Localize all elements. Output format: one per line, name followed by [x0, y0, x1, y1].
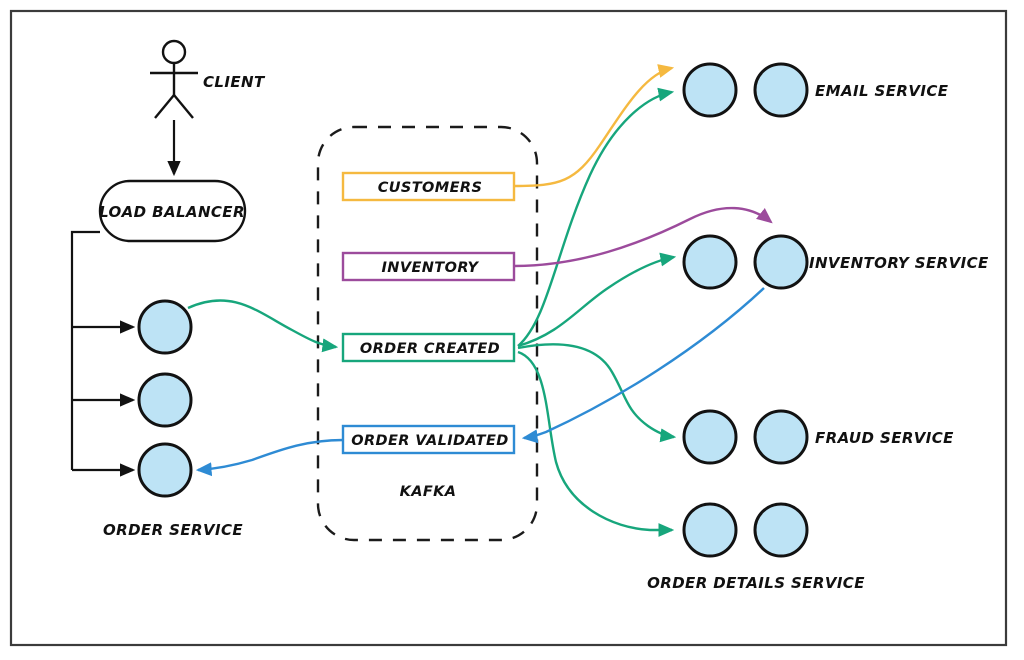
- client-head-icon: [161, 39, 187, 65]
- topic-order-validated-box[interactable]: [341, 424, 516, 455]
- email-service-node[interactable]: EMAIL SERVICE: [682, 62, 949, 118]
- order-details-service-node[interactable]: ORDER DETAILS SERVICE: [647, 502, 865, 592]
- email-service-instance-1[interactable]: [682, 62, 738, 118]
- bracket-spine: [70, 230, 100, 470]
- load-balancer-node[interactable]: LOAD BALANCER: [98, 179, 247, 243]
- connection-inventory-service-to-order-validated: [521, 287, 765, 444]
- email-service-instance-2[interactable]: [753, 62, 809, 118]
- connection-order-created-to-order-details-service: [517, 350, 675, 537]
- topic-order-created-label: ORDER CREATED: [360, 341, 500, 357]
- fraud-service-node[interactable]: FRAUD SERVICE: [682, 409, 954, 465]
- load-balancer-label: LOAD BALANCER: [99, 203, 245, 221]
- topic-order-validated-label: ORDER VALIDATED: [351, 433, 508, 449]
- connection-inventory-to-inventory-service: [513, 206, 773, 268]
- connection-order-validated-to-order-service: [195, 438, 344, 477]
- fraud-service-instance-2[interactable]: [753, 409, 809, 465]
- kafka-topic-order-validated[interactable]: ORDER VALIDATED: [341, 424, 516, 455]
- client-leg-right-icon: [173, 94, 194, 119]
- connection-order-service-to-order-created: [187, 299, 339, 353]
- order-service-instance-3[interactable]: [137, 442, 193, 498]
- order-service-instance-1[interactable]: [137, 299, 193, 355]
- connection-order-created-to-inventory-service: [517, 252, 677, 348]
- kafka-label: KAFKA: [400, 484, 457, 500]
- kafka-topic-inventory[interactable]: INVENTORY: [341, 251, 516, 282]
- order-details-service-instance-2[interactable]: [753, 502, 809, 558]
- kafka-topic-order-created[interactable]: ORDER CREATED: [341, 332, 516, 363]
- fraud-service-instance-1[interactable]: [682, 409, 738, 465]
- order-service-label: ORDER SERVICE: [103, 521, 243, 539]
- topic-inventory-label: INVENTORY: [382, 260, 480, 276]
- order-service-instance-2[interactable]: [137, 372, 193, 428]
- load-balancer-bracket: [70, 230, 136, 477]
- topic-customers-label: CUSTOMERS: [378, 180, 483, 196]
- connection-customers-to-email-service: [513, 64, 675, 188]
- client-actor: CLIENT: [150, 39, 266, 119]
- load-balancer-shape: [98, 179, 247, 243]
- inventory-service-instance-1[interactable]: [682, 234, 738, 290]
- email-service-label: EMAIL SERVICE: [815, 82, 949, 100]
- kafka-topic-customers[interactable]: CUSTOMERS: [341, 171, 516, 202]
- client-leg-left-icon: [154, 94, 175, 119]
- order-service-node[interactable]: ORDER SERVICE: [103, 299, 243, 539]
- order-details-service-label: ORDER DETAILS SERVICE: [647, 574, 865, 592]
- topic-order-created-box[interactable]: [341, 332, 516, 363]
- inventory-service-label: INVENTORY SERVICE: [809, 254, 989, 272]
- order-details-service-instance-1[interactable]: [682, 502, 738, 558]
- inventory-service-node[interactable]: INVENTORY SERVICE: [682, 234, 989, 290]
- connection-order-created-to-email-service: [517, 87, 675, 347]
- client-label: CLIENT: [203, 73, 266, 91]
- inventory-service-instance-2[interactable]: [753, 234, 809, 290]
- fraud-service-label: FRAUD SERVICE: [815, 429, 954, 447]
